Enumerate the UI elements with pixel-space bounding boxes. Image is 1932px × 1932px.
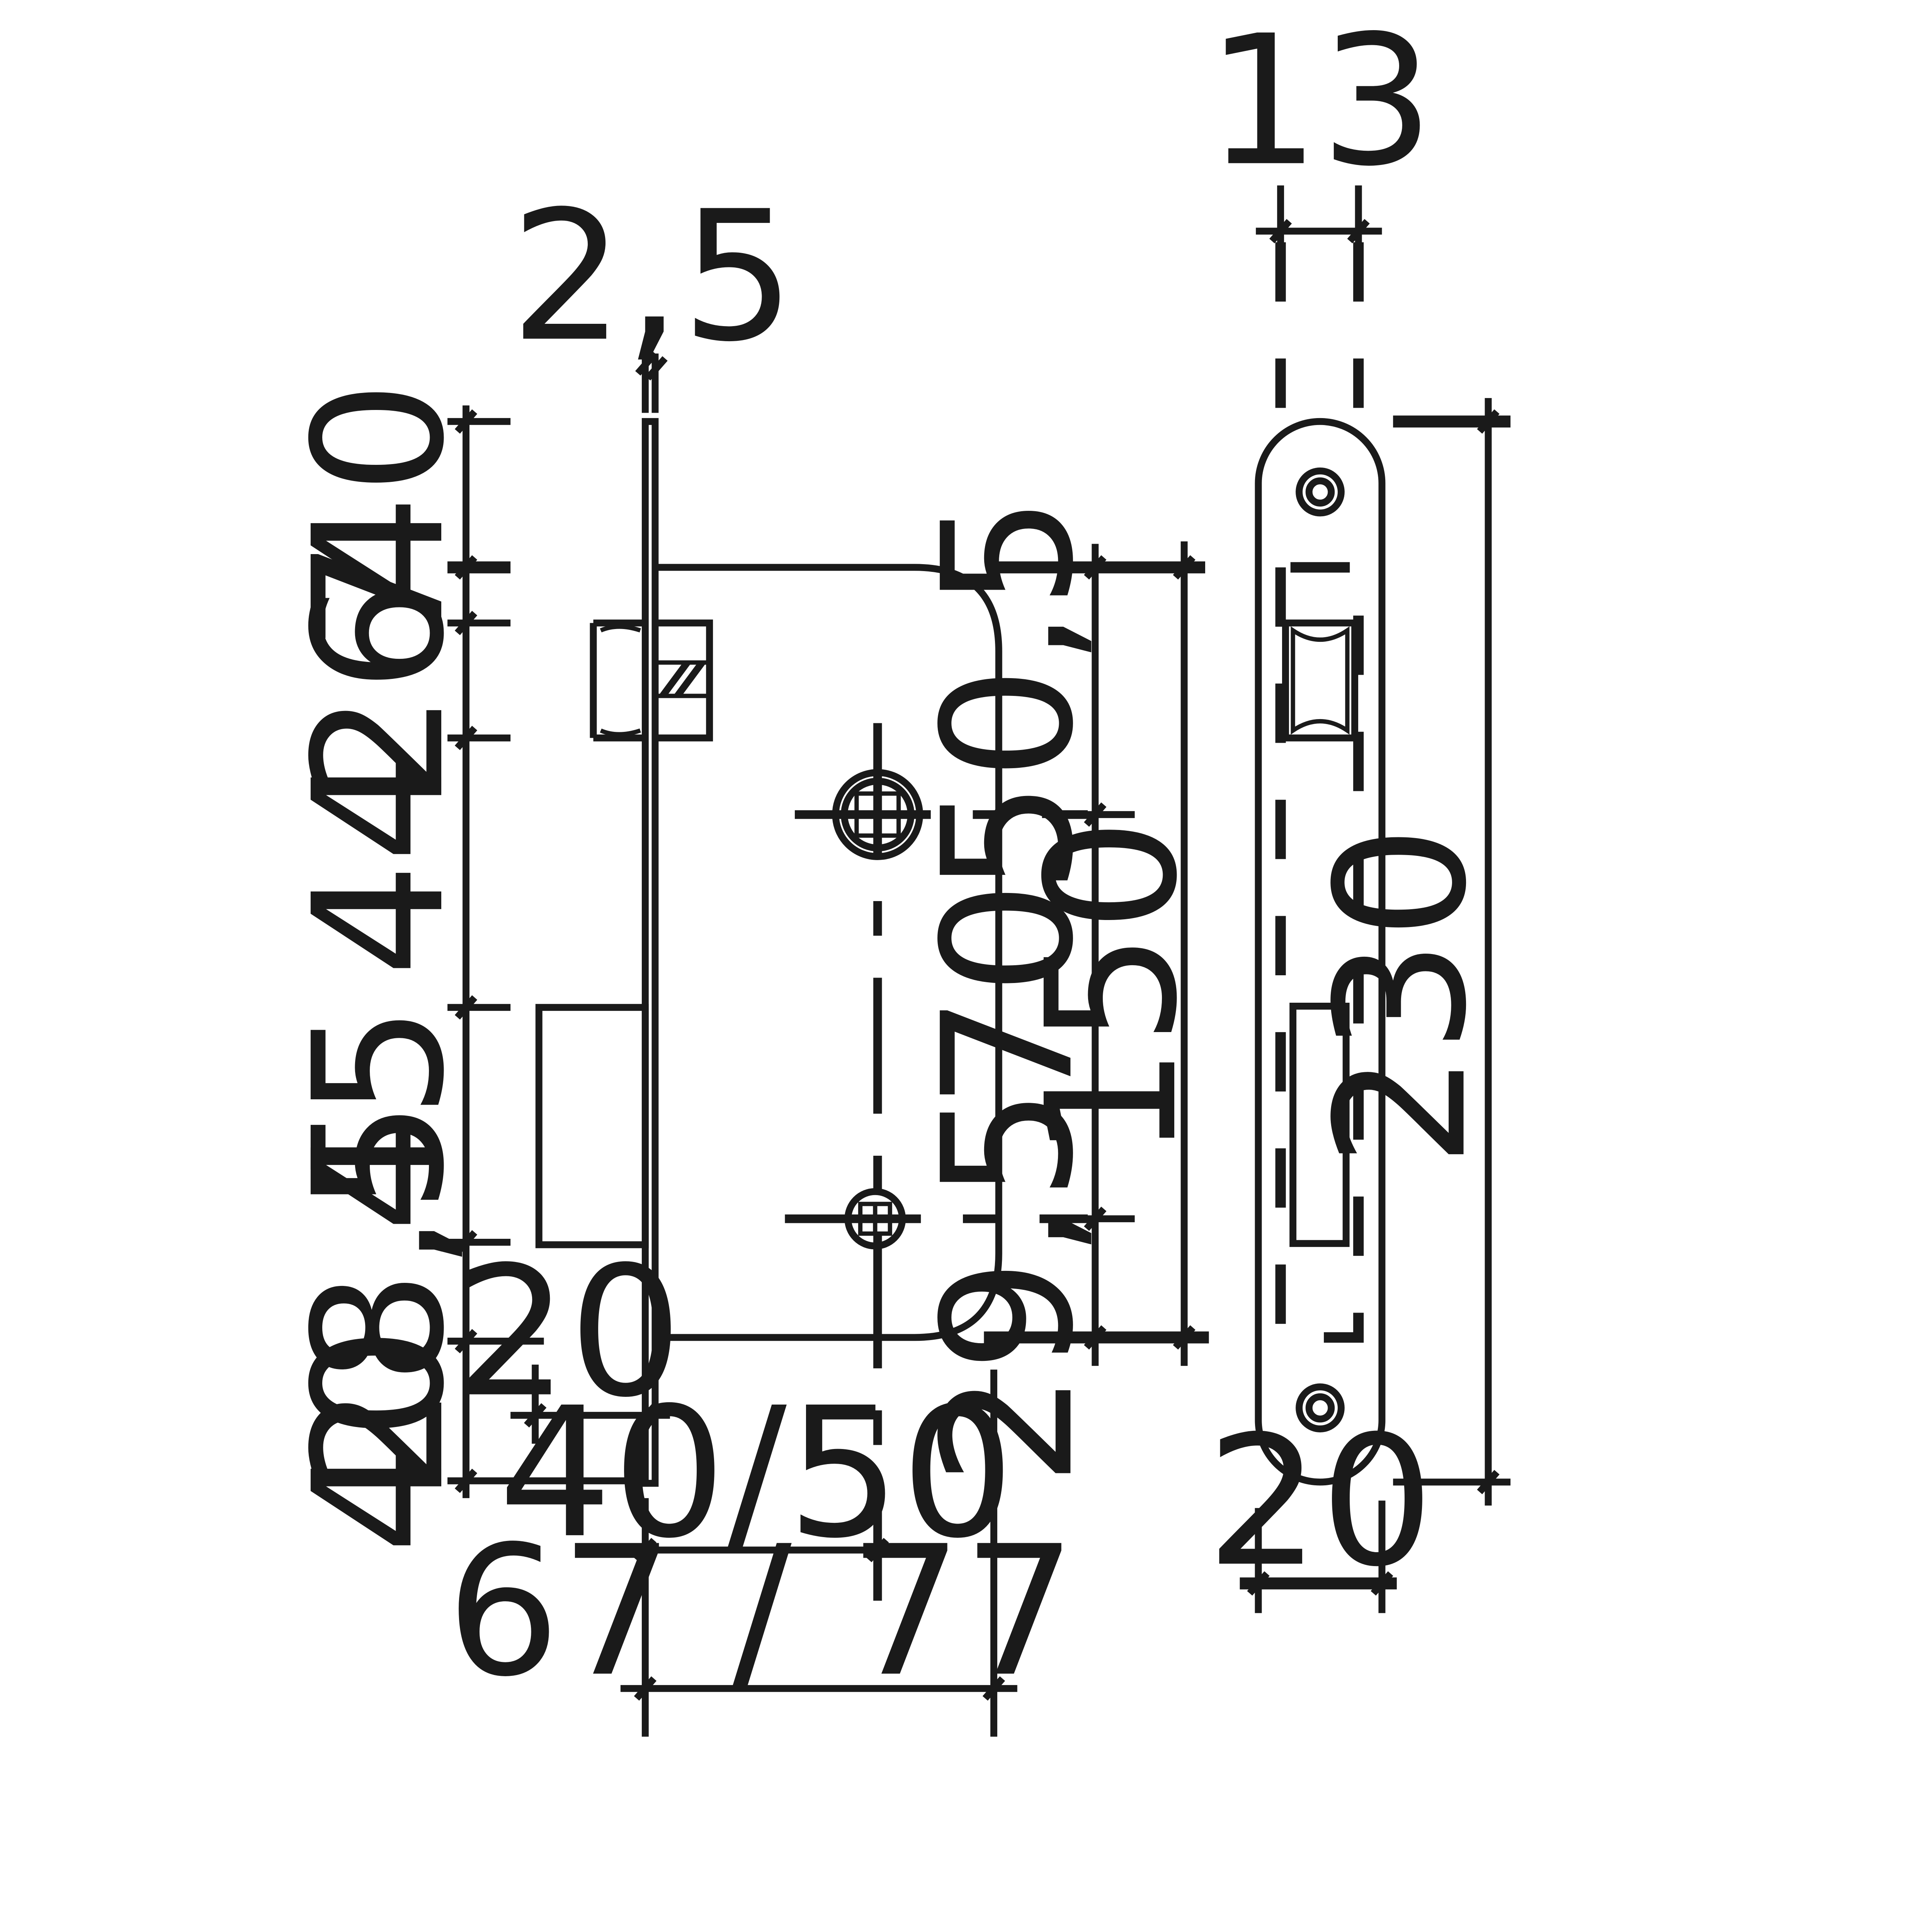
top-screw-hole bbox=[1296, 467, 1345, 517]
faceplate-outline bbox=[1255, 418, 1386, 1486]
bolt-projection-dimension: 20 bbox=[454, 1228, 683, 1444]
lock-side-view bbox=[535, 418, 1088, 1601]
lock-case-outline bbox=[655, 564, 1002, 1341]
dim-left-28-5: 28,5 bbox=[275, 1100, 484, 1499]
dim-key-to-bottom: 29,5 bbox=[904, 1087, 1113, 1486]
faceplate-height-dimension: 230 bbox=[1298, 398, 1511, 1506]
latch-front bbox=[1282, 619, 1359, 742]
dim-faceplate-height: 230 bbox=[1298, 825, 1506, 1167]
hidden-lines-top bbox=[1275, 242, 1364, 408]
latch-bolt bbox=[590, 619, 713, 742]
case-width-dimension: 13 bbox=[1206, 0, 1434, 243]
case-vertical-dimensions: 50,5 70 29,5 150 bbox=[904, 495, 1217, 1486]
dim-case-height: 150 bbox=[1008, 818, 1217, 1160]
faceplate-thickness-dimension: 2,5 bbox=[510, 173, 795, 413]
bolt-front bbox=[1289, 1003, 1350, 1247]
dim-left-26: 26 bbox=[275, 578, 484, 806]
hidden-case-outline bbox=[1275, 562, 1364, 1343]
bottom-screw-hole bbox=[1296, 1383, 1345, 1432]
dim-spindle-to-top: 50,5 bbox=[904, 495, 1113, 894]
dim-left-7: 7 bbox=[275, 539, 484, 653]
dim-left-45: 45 bbox=[275, 1005, 484, 1233]
dead-bolt bbox=[535, 1004, 649, 1248]
dim-bolt-projection: 20 bbox=[454, 1228, 682, 1437]
dim-top-width: 13 bbox=[1206, 0, 1434, 206]
dim-left-44: 44 bbox=[275, 749, 484, 977]
dim-centres: 70 bbox=[904, 881, 1113, 1109]
dim-left-40-top: 40 bbox=[275, 380, 484, 608]
dim-left-40-bottom: 40 bbox=[275, 1326, 484, 1554]
faceplate-front-view bbox=[1255, 242, 1386, 1486]
bottom-dimensions: 40/50 67 / 77 bbox=[446, 1369, 1077, 1737]
dim-faceplate-thickness: 2,5 bbox=[510, 173, 795, 381]
dim-backset: 40/50 bbox=[498, 1369, 1015, 1578]
left-dimension-chain: 40 7 26 44 45 28,5 40 bbox=[275, 380, 626, 1554]
dim-faceplate-width: 20 bbox=[1206, 1398, 1434, 1606]
faceplate-strip bbox=[641, 418, 659, 1487]
faceplate-width-dimension: 20 bbox=[1206, 1398, 1434, 1613]
dim-case-depth: 67 / 77 bbox=[446, 1507, 1077, 1716]
